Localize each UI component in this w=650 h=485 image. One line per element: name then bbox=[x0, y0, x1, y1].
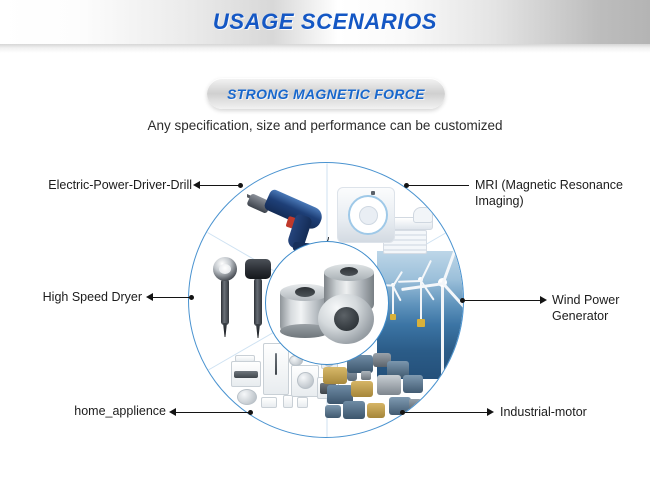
connector-dot bbox=[460, 298, 465, 303]
page-title: USAGE SCENARIOS bbox=[212, 9, 438, 34]
connector-line-home-applience bbox=[176, 412, 250, 414]
arrow-left-icon bbox=[193, 181, 200, 189]
industrial-motor-image bbox=[321, 351, 431, 427]
connector-line-dryer bbox=[153, 297, 191, 299]
connector-dot bbox=[400, 410, 405, 415]
callout-label-industrial-motor: Industrial-motor bbox=[500, 405, 587, 419]
strong-magnetic-force-badge: STRONG MAGNETIC FORCE bbox=[207, 78, 445, 109]
connector-dot bbox=[238, 183, 243, 188]
pot-magnet-left bbox=[280, 284, 330, 338]
outer-circle bbox=[188, 162, 464, 438]
callout-label-home-applience: home_applience bbox=[74, 404, 166, 418]
callout-label-high-speed-dryer: High Speed Dryer bbox=[42, 290, 142, 304]
connector-dot bbox=[248, 410, 253, 415]
header-band bbox=[0, 0, 650, 44]
center-magnet-image bbox=[265, 241, 389, 365]
arrow-left-icon bbox=[146, 293, 153, 301]
connector-dot bbox=[404, 183, 409, 188]
arrow-left-icon bbox=[169, 408, 176, 416]
subtitle-text: Any specification, size and performance … bbox=[147, 118, 503, 133]
wind-turbine-image bbox=[377, 251, 463, 379]
scenario-wheel bbox=[188, 162, 464, 438]
callout-label-wind-power-generator: Wind Power Generator bbox=[552, 293, 620, 323]
badge-label: STRONG MAGNETIC FORCE bbox=[227, 85, 425, 102]
callout-label-electric-power-driver-drill: Electric-Power-Driver-Drill bbox=[48, 178, 192, 192]
hair-dryer-image bbox=[203, 255, 279, 347]
arrow-right-icon bbox=[487, 408, 494, 416]
connector-line-industrial-motor bbox=[403, 412, 488, 414]
callout-label-mri: MRI (Magnetic Resonance Imaging) bbox=[475, 178, 623, 208]
mri-scanner-image bbox=[335, 187, 439, 263]
connector-line-mri bbox=[407, 185, 469, 187]
connector-line-drill bbox=[200, 185, 240, 187]
connector-dot bbox=[189, 295, 194, 300]
arrow-right-icon bbox=[540, 296, 547, 304]
header-band-shadow bbox=[0, 44, 650, 53]
connector-line-wind bbox=[463, 300, 541, 302]
pot-magnet-front-ring bbox=[318, 294, 374, 344]
